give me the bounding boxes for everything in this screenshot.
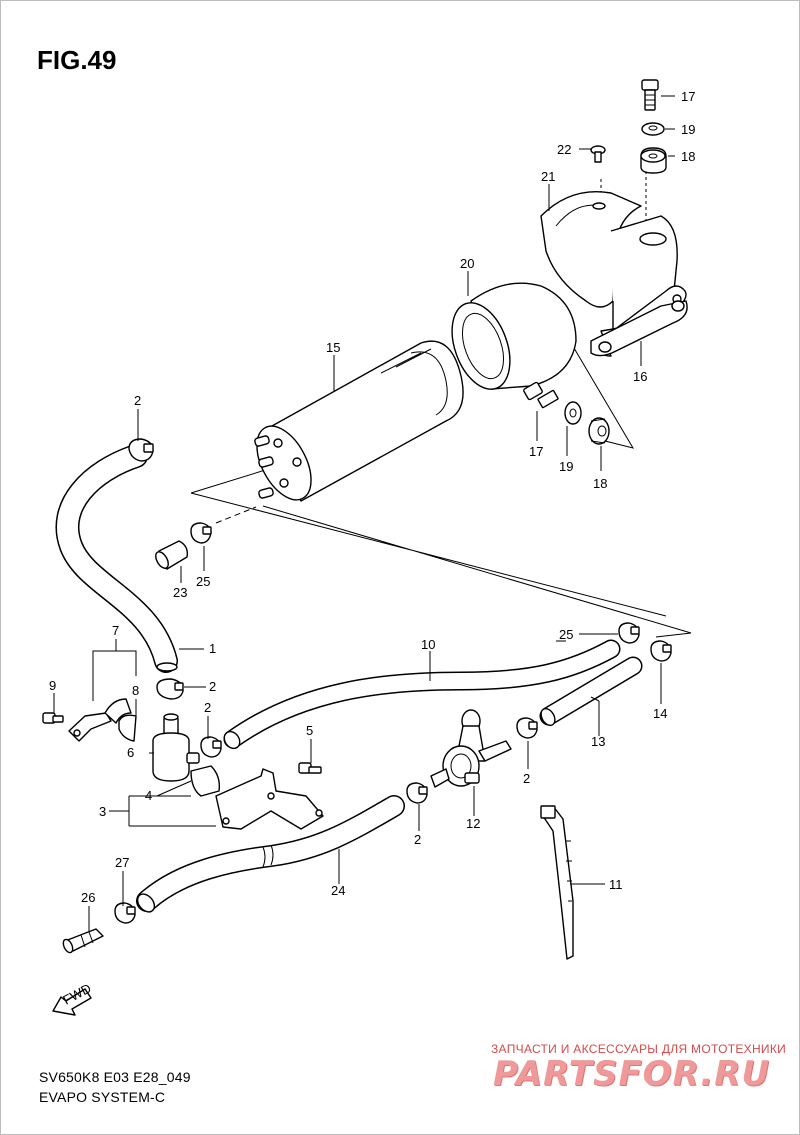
callout-19-top: 19 xyxy=(681,122,695,137)
callout-27: 27 xyxy=(115,855,129,870)
callout-5: 5 xyxy=(306,723,313,738)
callout-21: 21 xyxy=(541,169,555,184)
holder-part-7[interactable] xyxy=(68,698,132,742)
bolt-part-5[interactable] xyxy=(298,762,322,774)
callout-18-top: 18 xyxy=(681,149,695,164)
cable-tie-part-11[interactable] xyxy=(540,805,574,960)
callout-2-lower: 2 xyxy=(414,832,421,847)
clamp-part-2-right[interactable] xyxy=(516,717,538,739)
screw-part-22[interactable] xyxy=(590,145,606,163)
hose-part-13[interactable] xyxy=(538,656,643,728)
clamp-part-25-right[interactable] xyxy=(618,622,640,644)
callout-19-lower: 19 xyxy=(559,459,573,474)
callout-11: 11 xyxy=(609,877,623,892)
callout-13: 13 xyxy=(591,734,605,749)
callout-12: 12 xyxy=(466,816,480,831)
callout-15: 15 xyxy=(326,340,340,355)
washer-part-19-top[interactable] xyxy=(641,122,665,136)
cushion-part-20[interactable] xyxy=(441,282,577,397)
hose-part-24[interactable] xyxy=(134,795,405,915)
clamp-part-2-mid[interactable] xyxy=(156,678,184,700)
callout-4: 4 xyxy=(145,788,152,803)
bolt-part-17-top[interactable] xyxy=(641,79,659,111)
holder-part-8[interactable] xyxy=(118,714,137,742)
callout-6: 6 xyxy=(127,745,134,760)
callout-3: 3 xyxy=(99,804,106,819)
callout-2-top: 2 xyxy=(134,393,141,408)
callout-14: 14 xyxy=(653,706,667,721)
callout-2-center: 2 xyxy=(204,700,211,715)
clamp-part-14[interactable] xyxy=(650,640,672,662)
figure-title: FIG.49 xyxy=(37,45,117,75)
callout-10: 10 xyxy=(421,637,435,652)
callout-25-left: 25 xyxy=(196,574,210,589)
fitting-part-26[interactable] xyxy=(61,928,104,954)
callout-16: 16 xyxy=(633,369,647,384)
callout-17-lower: 17 xyxy=(529,444,543,459)
callout-2-right: 2 xyxy=(523,771,530,786)
callout-26: 26 xyxy=(81,890,95,905)
bracket-part-3[interactable] xyxy=(215,768,324,830)
clamp-part-25-left[interactable] xyxy=(190,522,212,544)
callout-23: 23 xyxy=(173,585,187,600)
callout-7: 7 xyxy=(112,623,119,638)
valve-part-12[interactable] xyxy=(430,709,512,788)
callout-2-mid: 2 xyxy=(209,679,216,694)
bracket-part-21[interactable] xyxy=(540,191,687,357)
clamp-part-2-center[interactable] xyxy=(200,736,222,758)
figure-caption: EVAPO SYSTEM-C xyxy=(39,1089,166,1105)
hose-part-10[interactable] xyxy=(221,639,621,751)
clamp-part-2-lower[interactable] xyxy=(406,782,428,804)
fitting-part-6[interactable] xyxy=(152,713,200,782)
callout-22: 22 xyxy=(557,142,571,157)
grommet-part-18-lower[interactable] xyxy=(588,417,610,445)
watermark-tagline: ЗАПЧАСТИ И АКСЕССУАРЫ ДЛЯ МОТОТЕХНИКИ xyxy=(491,1042,787,1056)
callout-labels: 17 19 18 22 21 20 15 16 17 19 18 2 23 25… xyxy=(49,89,695,905)
clamp-part-27[interactable] xyxy=(114,902,136,924)
callout-8: 8 xyxy=(132,683,139,698)
bolt-part-17-lower[interactable] xyxy=(523,381,559,409)
leader-lines xyxy=(53,95,675,931)
fwd-arrow-icon: FWD xyxy=(52,981,94,1016)
bolt-part-9[interactable] xyxy=(42,712,64,724)
callout-9: 9 xyxy=(49,678,56,693)
callout-18-lower: 18 xyxy=(593,476,607,491)
clamp-part-2-top[interactable] xyxy=(128,438,154,462)
grommet-part-18-top[interactable] xyxy=(640,147,667,174)
canister-part-15[interactable] xyxy=(246,340,464,509)
callout-17-top: 17 xyxy=(681,89,695,104)
plate-part-16[interactable] xyxy=(590,300,688,357)
callout-24: 24 xyxy=(331,883,345,898)
washer-part-19-lower[interactable] xyxy=(564,401,582,425)
callout-25-right: 25 xyxy=(559,627,573,642)
callout-20: 20 xyxy=(460,256,474,271)
callout-1: 1 xyxy=(209,641,216,656)
model-code: SV650K8 E03 E28_049 xyxy=(39,1069,191,1085)
cap-part-23[interactable] xyxy=(153,540,189,570)
holder-part-4[interactable] xyxy=(190,765,221,797)
hose-part-1[interactable] xyxy=(55,444,178,673)
watermark-brand-logo: PARTSFOR.RU xyxy=(493,1054,771,1094)
